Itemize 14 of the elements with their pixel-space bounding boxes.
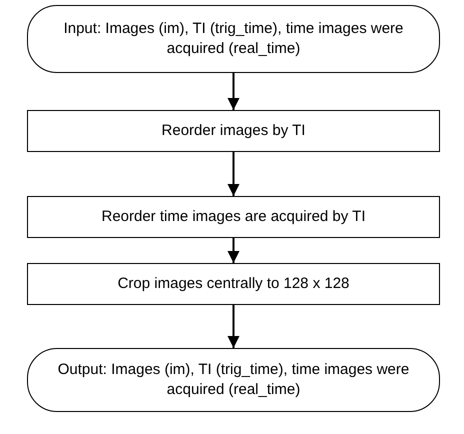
process-box — [27, 196, 440, 238]
terminal-box — [27, 5, 440, 73]
step-text: Reorder images by TI — [162, 120, 306, 141]
step-text: Input: Images (im), TI (trig_time), time images were acquired (real_time) — [62, 18, 404, 59]
step-text: Reorder time images are acquired by TI — [101, 206, 366, 227]
arrow — [228, 152, 240, 196]
terminal-box — [27, 348, 440, 412]
process-box — [27, 263, 440, 305]
arrow — [228, 73, 240, 110]
process-box — [27, 110, 440, 152]
arrow — [228, 305, 240, 348]
step-text: Output: Images (im), TI (trig_time), time images were acquired (real_time) — [56, 360, 410, 400]
arrow — [228, 238, 240, 263]
step-text: Crop images centrally to 128 x 128 — [118, 274, 350, 294]
